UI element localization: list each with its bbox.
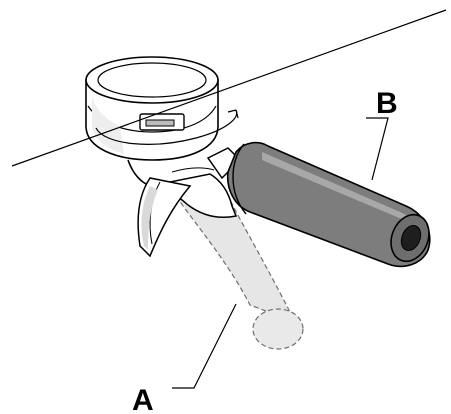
handle-b-highlight: [262, 152, 418, 228]
handle-b-grip-ring: [232, 143, 247, 215]
spout-shade: [141, 186, 158, 250]
handle-ghost-position-a: [174, 195, 304, 350]
callout-b-leader: [366, 117, 389, 181]
callout-b: B: [366, 87, 398, 181]
handle-b-end-hole: [400, 224, 422, 252]
label-b: B: [376, 87, 398, 120]
label-a: A: [132, 384, 154, 414]
ghost-handle-end: [252, 308, 304, 350]
rotation-arrowhead: [227, 109, 239, 119]
filter-holder-cup: [85, 56, 239, 161]
neck-detail: [171, 167, 215, 173]
cup-inner-rim: [97, 62, 207, 98]
cup-shade-left: [92, 96, 124, 154]
portafilter-neck: [127, 147, 242, 258]
callout-a-leader: [172, 303, 237, 389]
locking-lug-slot: [145, 119, 175, 127]
handle-position-b: [226, 141, 431, 268]
handle-b-body: [226, 141, 431, 268]
callout-a: A: [132, 303, 237, 414]
reference-line: [11, 9, 447, 167]
rotation-arrow: [95, 109, 238, 145]
